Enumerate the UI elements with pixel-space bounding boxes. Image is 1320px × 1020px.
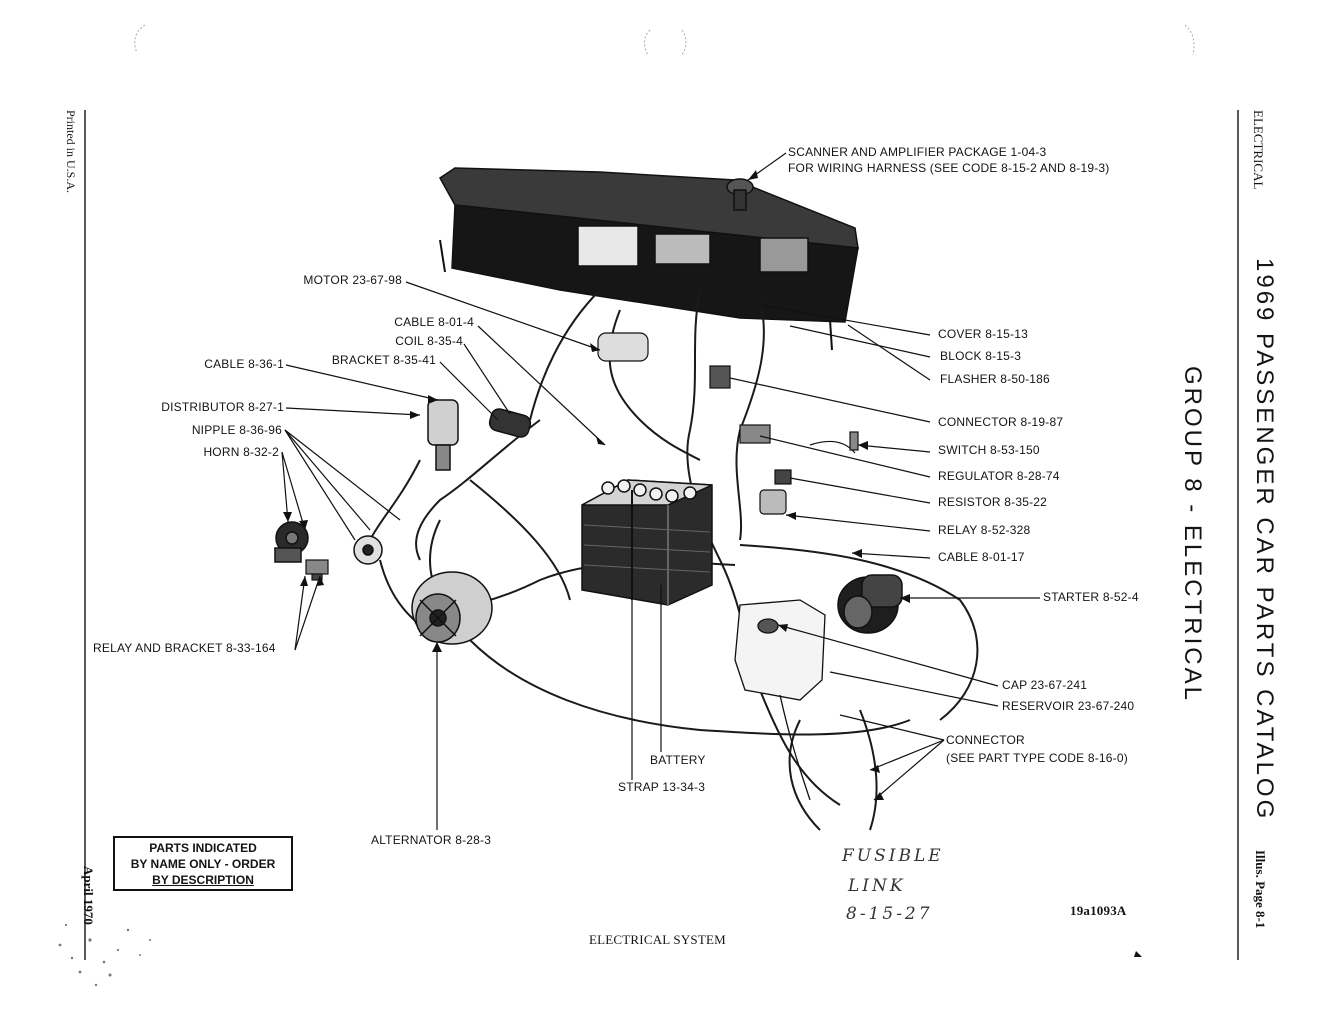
flasher-relay-parts	[597, 332, 859, 515]
printed-in-usa: Printed in U.S.A.	[64, 110, 78, 194]
parts-indicated-box: PARTS INDICATED BY NAME ONLY - ORDER BY …	[113, 836, 293, 891]
label-block: BLOCK 8-15-3	[940, 349, 1022, 363]
parts-box-line1: PARTS INDICATED	[149, 841, 257, 855]
relay-bracket	[305, 559, 329, 581]
label-reservoir: RESERVOIR 23-67-240	[1002, 699, 1135, 713]
distributor-coil	[427, 399, 532, 471]
label-cable-8-01-4: CABLE 8-01-4	[394, 315, 474, 329]
handwritten-fusible: FUSIBLE	[842, 846, 944, 866]
arrowheads	[283, 170, 1142, 957]
label-alternator: ALTERNATOR 8-28-3	[371, 833, 492, 847]
corner-smudge	[58, 923, 151, 987]
page-reference: Illus. Page 8-1	[1253, 850, 1268, 929]
leader-lines	[281, 152, 1040, 830]
handwritten-code: 8-15-27	[846, 904, 933, 924]
label-regulator: REGULATOR 8-28-74	[938, 469, 1060, 483]
parts-box-line2: BY NAME ONLY - ORDER	[130, 857, 276, 871]
instrument-panel	[439, 167, 859, 351]
scan-mark	[1184, 24, 1195, 56]
figure-caption: ELECTRICAL SYSTEM	[589, 932, 726, 947]
label-connector: CONNECTOR	[946, 733, 1025, 747]
label-battery: BATTERY	[650, 753, 706, 767]
group-title: GROUP 8 - ELECTRICAL	[1179, 366, 1206, 703]
label-horn: HORN 8-32-2	[203, 445, 279, 459]
label-cap: CAP 23-67-241	[1002, 678, 1088, 692]
print-date: April 1970	[81, 866, 96, 925]
label-nipple: NIPPLE 8-36-96	[191, 423, 282, 437]
scan-mark	[644, 29, 687, 56]
alternator	[411, 571, 493, 645]
scanner-note-line2: FOR WIRING HARNESS (SEE CODE 8-15-2 AND …	[788, 161, 1110, 175]
scan-mark	[134, 24, 146, 54]
scanner-note-line1: SCANNER AND AMPLIFIER PACKAGE 1-04-3	[788, 145, 1047, 159]
label-cable-8-36-1: CABLE 8-36-1	[204, 357, 284, 371]
label-coil: COIL 8-35-4	[395, 334, 463, 348]
label-distributor: DISTRIBUTOR 8-27-1	[161, 400, 284, 414]
horn-second	[353, 535, 383, 565]
figure-code: 19a1093A	[1070, 903, 1127, 918]
label-connector-note: (SEE PART TYPE CODE 8-16-0)	[946, 751, 1128, 765]
label-starter: STARTER 8-52-4	[1043, 590, 1139, 604]
horn	[274, 521, 309, 563]
label-flasher: FLASHER 8-50-186	[940, 372, 1050, 386]
label-relay: RELAY 8-52-328	[938, 523, 1031, 537]
battery	[581, 479, 713, 606]
handwritten-link: LINK	[848, 876, 906, 896]
parts-box-line3: BY DESCRIPTION	[152, 873, 254, 887]
catalog-title: 1969 PASSENGER CAR PARTS CATALOG	[1251, 258, 1278, 822]
label-motor: MOTOR 23-67-98	[303, 273, 402, 287]
label-relay-and-bracket: RELAY AND BRACKET 8-33-164	[93, 641, 276, 655]
label-cover: COVER 8-15-13	[938, 327, 1028, 341]
reservoir	[734, 599, 826, 801]
starter	[837, 574, 903, 634]
label-connector-8-19-87: CONNECTOR 8-19-87	[938, 415, 1064, 429]
label-switch: SWITCH 8-53-150	[938, 443, 1040, 457]
label-strap: STRAP 13-34-3	[618, 780, 706, 794]
label-bracket: BRACKET 8-35-41	[331, 353, 436, 367]
section-heading: ELECTRICAL	[1251, 110, 1266, 190]
label-resistor: RESISTOR 8-35-22	[938, 495, 1048, 509]
label-cable-8-01-17: CABLE 8-01-17	[938, 550, 1025, 564]
